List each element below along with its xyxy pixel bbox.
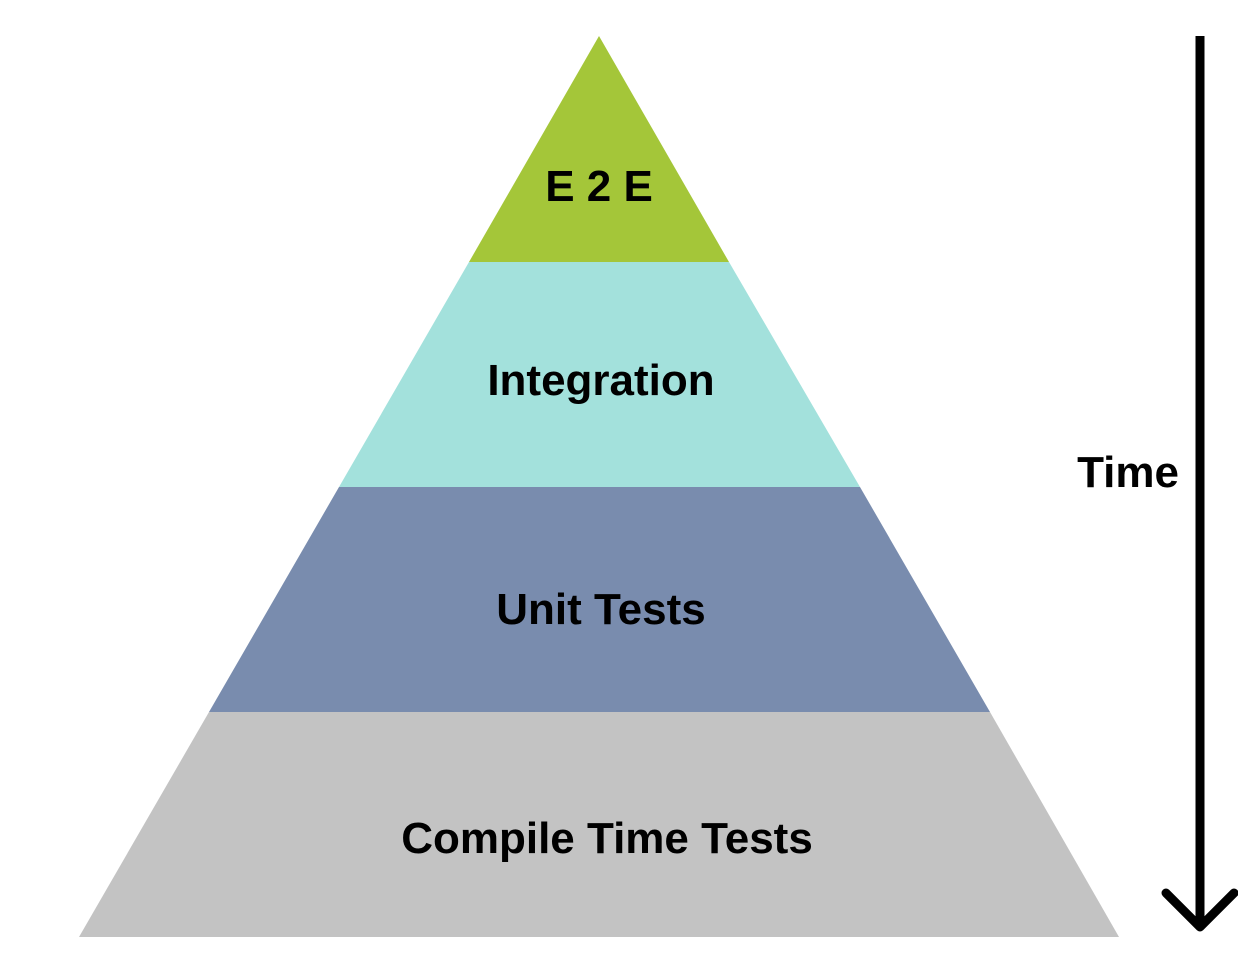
pyramid-label-integration: Integration: [487, 356, 714, 405]
pyramid-label-unit-tests: Unit Tests: [496, 585, 705, 634]
time-arrow-head-icon: [1161, 888, 1238, 932]
pyramid-layer-e2e: [469, 36, 729, 262]
time-axis-label: Time: [1077, 448, 1179, 497]
pyramid-label-e2e: E 2 E: [545, 162, 653, 211]
pyramid-label-compile-time-tests: Compile Time Tests: [401, 814, 813, 863]
pyramid-layer-compile-time-tests: [79, 712, 1119, 937]
pyramid: E 2 E Integration Unit Tests Compile Tim…: [79, 36, 1119, 937]
pyramid-layer-integration: [339, 262, 860, 487]
pyramid-layer-unit-tests: [209, 487, 990, 712]
time-axis: Time: [1077, 36, 1238, 932]
